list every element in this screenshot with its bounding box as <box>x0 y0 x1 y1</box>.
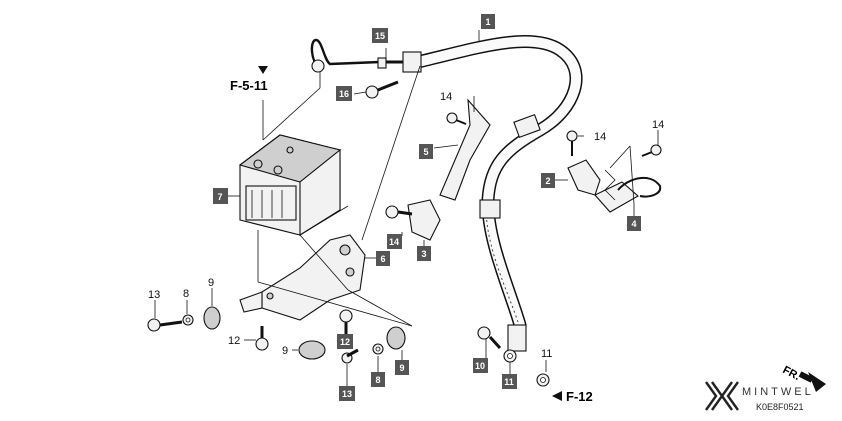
bolt-12b <box>339 309 353 336</box>
callout-box-4: 4 <box>627 216 641 231</box>
brand-logo-icon <box>705 381 739 411</box>
svg-text:3: 3 <box>421 249 426 259</box>
callout-box-14: 14 <box>387 234 402 249</box>
callout-9-a: 9 <box>208 277 214 289</box>
brake-hose <box>380 35 583 352</box>
callout-box-16: 16 <box>336 86 352 101</box>
callout-box-13: 13 <box>339 386 355 401</box>
brake-pipe <box>310 38 381 73</box>
svg-text:12: 12 <box>340 337 350 347</box>
diagram-code: K0E8F0521 <box>756 402 804 412</box>
callout-14-c: 14 <box>652 119 664 131</box>
callout-8-a: 8 <box>183 288 189 300</box>
bolt-14a <box>446 112 467 125</box>
svg-text:8: 8 <box>375 375 380 385</box>
mounting-bracket <box>239 234 366 321</box>
arrow-down-icon <box>258 66 268 74</box>
svg-text:15: 15 <box>375 31 385 41</box>
leader-lines <box>154 30 659 386</box>
bolt-12a <box>255 326 269 351</box>
svg-text:11: 11 <box>504 377 514 387</box>
callout-11-a: 11 <box>541 348 552 360</box>
bolt-16 <box>365 80 399 99</box>
grommet-9c <box>386 326 406 350</box>
svg-text:14: 14 <box>389 237 399 247</box>
svg-text:2: 2 <box>545 176 550 186</box>
front-direction-label: FR. <box>781 364 802 383</box>
svg-text:13: 13 <box>342 389 352 399</box>
bolt-10 <box>477 326 502 350</box>
callout-12-a: 12 <box>228 335 240 347</box>
svg-text:4: 4 <box>631 219 636 229</box>
callout-box-9: 9 <box>395 360 409 375</box>
callout-box-6: 6 <box>376 251 390 266</box>
callout-box-2: 2 <box>541 173 555 188</box>
callout-box-7: 7 <box>213 188 228 204</box>
svg-text:16: 16 <box>339 89 349 99</box>
callout-box-12: 12 <box>337 334 353 349</box>
callout-13-a: 13 <box>148 289 160 301</box>
svg-text:10: 10 <box>475 361 485 371</box>
reference-label-top: F-5-11 <box>230 78 268 93</box>
washer-8a <box>182 314 194 326</box>
svg-text:9: 9 <box>399 363 404 373</box>
callout-9-b: 9 <box>282 345 288 357</box>
bolt-13b <box>341 348 359 364</box>
callout-box-1: 1 <box>481 14 495 29</box>
abs-modulator <box>238 134 342 236</box>
washer-8b <box>372 343 384 355</box>
svg-text:7: 7 <box>217 192 222 202</box>
svg-text:6: 6 <box>380 254 385 264</box>
brand-name: MINTWEL <box>742 386 814 398</box>
washer-11a <box>503 349 517 363</box>
plain-callouts: 14 14 14 9 13 8 12 9 11 <box>148 91 664 360</box>
grommet-9a <box>203 306 221 330</box>
callout-14-a: 14 <box>440 91 452 103</box>
callout-14-b: 14 <box>594 131 606 143</box>
small-parts <box>147 57 662 387</box>
bracket-2 <box>567 159 662 213</box>
bolt-15 <box>377 57 387 69</box>
callout-box-5: 5 <box>419 144 433 159</box>
bolt-14d <box>385 205 413 219</box>
arrow-left-icon <box>552 391 562 401</box>
callout-box-3: 3 <box>417 246 431 261</box>
callout-box-11: 11 <box>502 374 517 389</box>
callout-box-8: 8 <box>371 372 385 387</box>
washer-11b <box>536 373 550 387</box>
svg-text:5: 5 <box>423 147 428 157</box>
boxed-callouts: 1 15 16 5 2 4 7 14 3 6 12 11 10 13 8 9 <box>213 14 641 401</box>
callout-box-15: 15 <box>372 28 388 43</box>
grommet-9b <box>298 340 326 360</box>
svg-text:1: 1 <box>485 17 490 27</box>
clamp-3 <box>407 199 441 241</box>
watermark: MINTWEL FR. K0E8F0521 <box>705 364 826 412</box>
bolt-14c <box>641 144 662 157</box>
bracket-5 <box>439 98 491 201</box>
callout-box-10: 10 <box>473 358 488 373</box>
reference-label-bottom: F-12 <box>566 389 593 404</box>
bolt-14b <box>566 130 578 156</box>
bolt-13a <box>147 318 183 332</box>
